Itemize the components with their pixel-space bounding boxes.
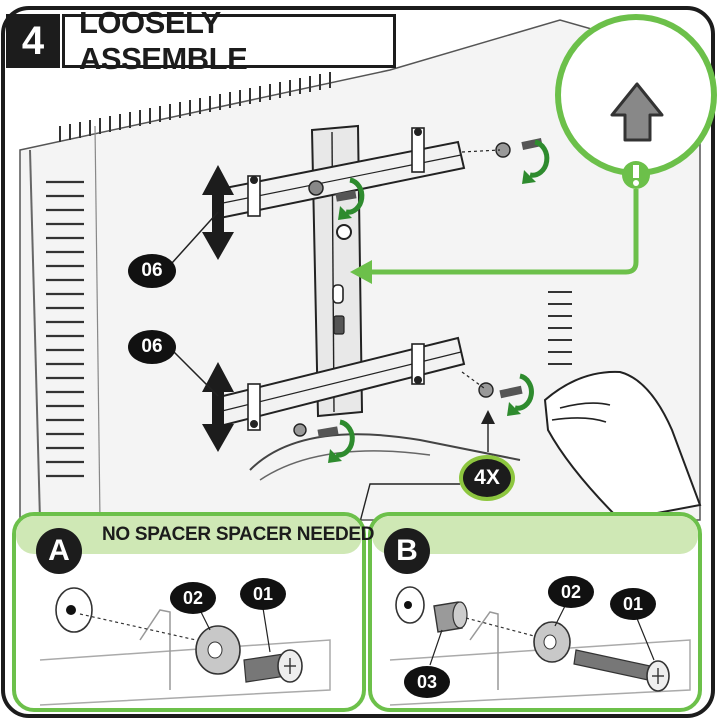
step-number: 4 (6, 14, 60, 68)
keyhole-arrow-icon (610, 82, 664, 142)
keyhole-detail-callout (350, 14, 717, 284)
part-callout-screw-b: 01 (610, 588, 656, 620)
hardware-screws (293, 138, 543, 438)
part-callout-screw-a: 01 (240, 578, 286, 610)
part-callout-washer-a: 02 (170, 582, 216, 614)
tighten-rotation-arrows (335, 139, 550, 458)
part-callout-washer-b: 02 (548, 576, 594, 608)
step-title: LOOSELY ASSEMBLE (62, 5, 396, 76)
panel-b-letter: B (384, 528, 430, 574)
part-callout-spacer-b: 03 (404, 666, 450, 698)
part-callout-upper-bracket: 06 (128, 254, 176, 288)
part-callout-lower-bracket: 06 (128, 330, 176, 364)
vertical-adjust-arrows-lower (202, 362, 234, 452)
panel-a-illustration (39, 587, 331, 706)
hand-illustration (543, 370, 702, 522)
spacer-banner-text: NO SPACER SPACER NEEDED (102, 524, 375, 545)
lower-bracket (213, 336, 466, 431)
panel-b-illustration (389, 586, 691, 706)
quantity-callout: 4X (459, 455, 515, 501)
panel-a-letter: A (36, 528, 82, 574)
